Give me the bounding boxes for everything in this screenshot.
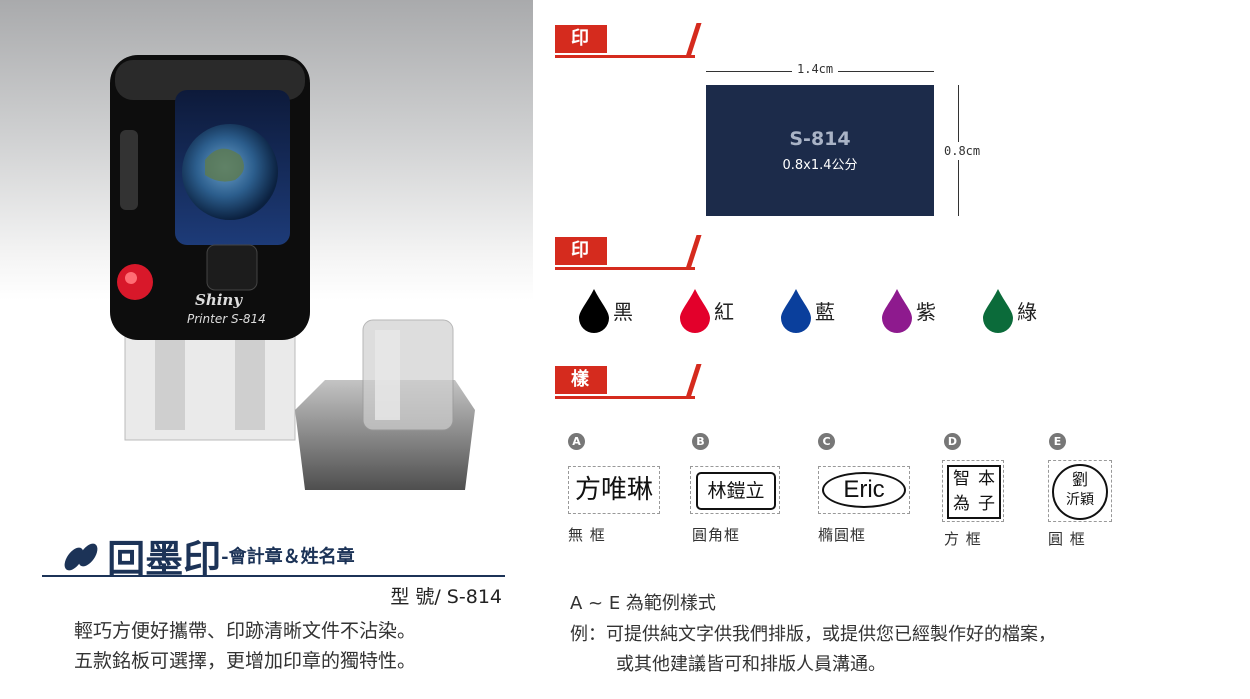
style-badge-e: E [1049,433,1066,450]
description-line: 輕巧方便好攜帶、印跡清晰文件不沾染。 [74,620,417,642]
notes-line-3: 或其他建議皆可和排版人員溝通。 [616,654,886,675]
ink-drop-icon [579,289,609,333]
model-print-text: Printer S-814 [187,312,266,326]
product-subtitle: -會計章＆姓名章 [221,546,355,568]
height-label: 0.8cm [944,142,981,160]
description-line: 五款銘板可選擇，更增加印章的獨特性。 [74,650,417,672]
style-label-a: 無 框 [568,526,606,544]
ink-drop-icon [882,289,912,333]
ink-option-green: 綠 [981,287,1037,333]
style-sample-c: Eric [818,466,910,514]
product-title-block: 回墨印-會計章＆姓名章 [60,528,355,583]
product-description: 輕巧方便好攜帶、印跡清晰文件不沾染。 五款銘板可選擇，更增加印章的獨特性。 [74,616,416,676]
style-badge-c: C [818,433,835,450]
product-title: 回墨印 [107,536,222,581]
ink-label: 黑 [613,299,633,324]
style-badge-d: D [944,433,961,450]
ink-option-black: 黑 [577,287,633,333]
ink-option-red: 紅 [678,287,734,333]
ink-label: 綠 [1017,299,1037,324]
notes-line-1: A ~ E 為範例樣式 [570,593,716,614]
style-label-c: 橢圓框 [818,526,867,544]
title-divider [42,575,505,577]
style-label-b: 圓角框 [692,526,741,544]
stamp-face-preview: S-814 0.8x1.4公分 [706,85,934,216]
model-label: 型 號/ S-814 [390,586,502,608]
style-sample-a: 方唯琳 [568,466,660,514]
ink-drop-icon [680,289,710,333]
ink-label: 藍 [815,299,835,324]
notes-line-2: 例：可提供純文字供我們排版，或提供您已經製作好的檔案， [570,624,1056,645]
ink-drop-icon [781,289,811,333]
stamp-face-code: S-814 [789,128,851,150]
style-sample-e: 劉 沂穎 [1048,460,1112,522]
stamp-product-image: Shiny Printer S-814 [110,55,475,490]
style-badge-b: B [692,433,709,450]
ink-option-blue: 藍 [779,287,835,333]
stamp-face-size: 0.8x1.4公分 [782,158,858,173]
style-label-d: 方 框 [944,530,982,548]
ink-label: 紫 [916,299,936,324]
ink-label: 紅 [714,299,734,324]
style-label-e: 圓 框 [1048,530,1086,548]
style-badge-a: A [568,433,585,450]
ink-drop-icon [983,289,1013,333]
ink-option-purple: 紫 [880,287,936,333]
feather-icon [64,543,98,570]
style-sample-b: 林鎧立 [690,466,780,514]
brand-logo-text: Shiny [195,291,243,309]
style-sample-d: 智 本 為 子 [942,460,1004,522]
width-label: 1.4cm [792,62,839,76]
